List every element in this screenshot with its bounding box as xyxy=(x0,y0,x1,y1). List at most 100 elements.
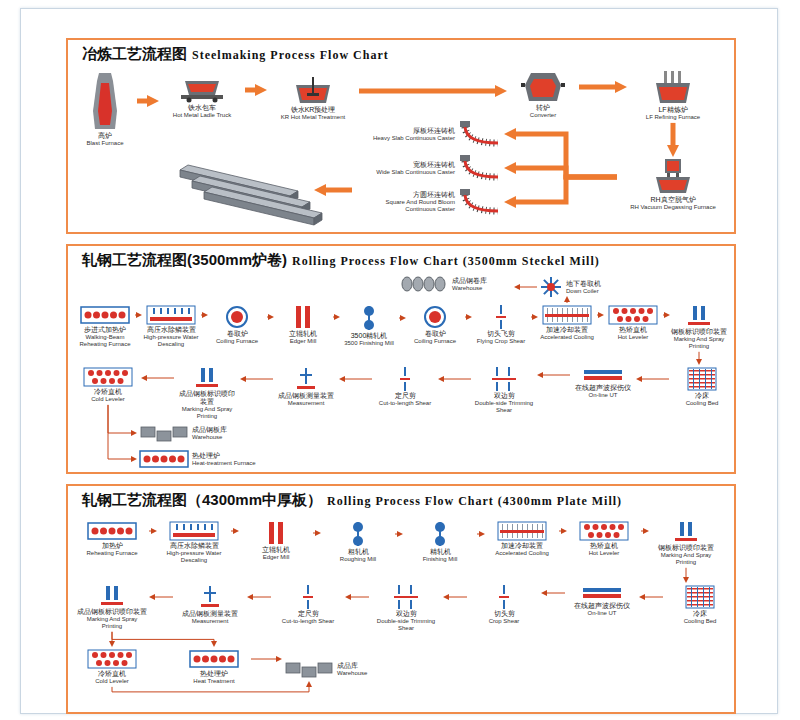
flow-arrow xyxy=(567,302,568,303)
drawing-part xyxy=(188,308,190,314)
drawing-part xyxy=(597,532,603,538)
equipment-icon xyxy=(296,367,316,391)
equipment-icon xyxy=(583,367,623,383)
drawing-part xyxy=(500,530,544,533)
flow-arrow xyxy=(313,533,315,534)
step-label-english: 3500 Finishing Mill xyxy=(344,340,394,347)
drawing-part xyxy=(84,368,132,386)
drawing-part xyxy=(231,311,243,323)
process-step: 卷取炉Coiling Furnace xyxy=(406,304,464,346)
drawing-part xyxy=(659,180,687,190)
drawing-part xyxy=(109,528,116,535)
flow-arrow xyxy=(686,568,687,577)
drawing-part xyxy=(185,81,219,95)
process-step: 转炉Converter xyxy=(508,70,578,120)
process-step: 冷床Cooling Bed xyxy=(670,366,734,408)
equipment-icon xyxy=(648,71,698,105)
step-label-english: Finishing Mill xyxy=(423,556,458,563)
drawing-part xyxy=(122,370,128,376)
equipment-icon xyxy=(458,155,502,181)
step-label-chinese: 成品钢板测量装置 xyxy=(278,392,334,400)
drawing-part xyxy=(410,600,412,609)
flow-arrow xyxy=(137,99,147,104)
step-texts: 方圆坯连铸机Square And Round Bloom Continuous … xyxy=(359,191,455,213)
step-label-chinese: 方圆坯连铸机 xyxy=(359,191,455,199)
drawing-part xyxy=(269,522,274,544)
flow-arrow xyxy=(399,318,400,319)
equipment-icon xyxy=(87,649,137,669)
drawing-part xyxy=(117,528,124,535)
drawing-part xyxy=(398,585,400,594)
drawing-part xyxy=(530,79,556,97)
drawing-part xyxy=(140,451,188,467)
equipment-icon xyxy=(582,585,622,601)
drawing-part xyxy=(109,378,115,384)
step-label-chinese: 钢板标识喷印装置 xyxy=(658,544,714,552)
drawing-part xyxy=(114,370,120,376)
step-label-chinese: 热矫直机 xyxy=(590,542,618,550)
step-label-chinese: LF精炼炉 xyxy=(658,106,687,114)
drawing-part xyxy=(394,596,418,598)
flow-arrow xyxy=(520,287,537,288)
step-label-chinese: 宽板坯连铸机 xyxy=(359,161,455,169)
flow-arrow xyxy=(333,317,334,318)
drawing-part xyxy=(545,314,589,317)
drawing-part xyxy=(211,656,218,663)
step-label-english: KR Hot Metal Treatment xyxy=(281,114,345,121)
drawing-part xyxy=(92,378,98,384)
equipment-icon xyxy=(674,521,698,543)
drawing-part xyxy=(141,427,155,437)
drawing-part xyxy=(697,587,698,607)
drawing-part xyxy=(647,308,653,314)
flow-arrow xyxy=(531,317,532,318)
drawing-part xyxy=(300,374,312,376)
drawing-part xyxy=(353,522,363,532)
step-label-english: Crop Shear xyxy=(489,618,520,625)
drawing-part xyxy=(465,161,498,177)
drawing-part xyxy=(97,370,103,376)
drawing-part xyxy=(400,378,410,380)
step-label-chinese: 铁水KR预处理 xyxy=(291,106,336,114)
drawing-part xyxy=(413,277,423,291)
equipment-icon xyxy=(139,449,189,469)
flow-arrow xyxy=(559,531,561,532)
equipment-icon xyxy=(490,367,518,391)
equipment-icon xyxy=(300,585,316,609)
title-english: Rolling Process Flow Chart (3500mm Steck… xyxy=(292,254,600,268)
process-step: RH真空脱气炉RH Vacuum Degassing Furnace xyxy=(618,158,728,212)
equipment-icon xyxy=(685,585,715,609)
panel-title: 冶炼工艺流程图Steelmaking Process Flow Chart xyxy=(82,45,389,64)
step-label-english: Edger Mill xyxy=(263,554,290,561)
process-step: 立辊轧机Edger Mill xyxy=(240,520,312,562)
equipment-icon xyxy=(200,585,220,609)
process-step: 方圆坯连铸机Square And Round Bloom Continuous … xyxy=(358,188,503,216)
drawing-part xyxy=(496,316,506,318)
step-label-english: Hot Leveler xyxy=(618,334,649,341)
drawing-part xyxy=(106,586,110,600)
process-step: 成品钢板库Warehouse xyxy=(138,422,268,444)
equipment-icon xyxy=(87,71,123,131)
drawing-part xyxy=(364,306,374,316)
drawing-part xyxy=(639,308,645,314)
step-label-chinese: 热处理炉 xyxy=(192,452,287,460)
step-label-english: Square And Round Bloom Continuous Caster xyxy=(359,199,455,213)
flow-arrow xyxy=(245,88,255,93)
step-label-chinese: 冷床 xyxy=(695,392,709,400)
flow-arrow xyxy=(671,123,676,145)
equipment-icon xyxy=(359,305,379,331)
process-step: 切头剪Crop Shear xyxy=(468,584,540,626)
title-chinese: 轧钢工艺流程图（4300mm中厚板） xyxy=(82,491,322,508)
drawing-part xyxy=(693,306,697,320)
process-step: 地下卷取机Down Coiler xyxy=(538,274,633,300)
flow-arrow xyxy=(449,597,467,598)
step-label-english: LF Refining Furnace xyxy=(646,114,700,121)
drawing-part xyxy=(496,382,498,391)
step-label-chinese: 冷矫直机 xyxy=(94,388,122,396)
step-label-english: Blast Furnace xyxy=(86,140,123,147)
step-label-chinese: 冷床 xyxy=(693,610,707,618)
drawing-part xyxy=(307,585,309,594)
drawing-part xyxy=(160,308,162,314)
drawing-part xyxy=(353,536,363,546)
flow-arrow xyxy=(663,315,664,316)
drawing-part xyxy=(188,84,216,92)
